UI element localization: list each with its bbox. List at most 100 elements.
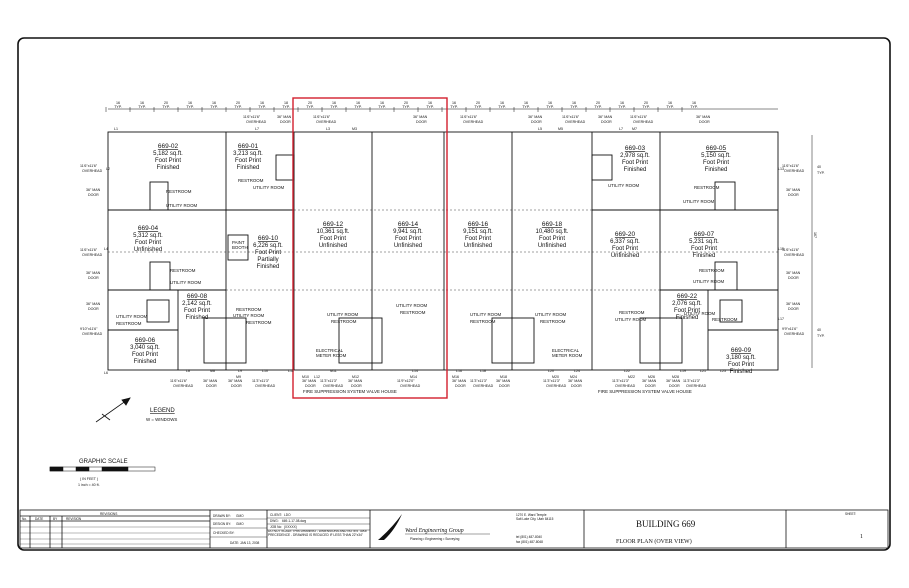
dimension-value: 16 (428, 101, 432, 105)
overhead-size-label: 9'9"x11'6" (782, 327, 798, 331)
dimension-typ: TYP. (402, 105, 410, 109)
dimension-value: 20 (164, 101, 168, 105)
dimension-value: 16 (332, 101, 336, 105)
man-door-label: 36" MAN (413, 115, 428, 119)
company-tel: tel (801) 487-8040 (516, 535, 542, 539)
unit-area: 6,226 sq.ft. (253, 243, 283, 249)
grid-lines (108, 209, 778, 291)
unit-area: 2,076 sq.ft. (672, 301, 702, 307)
door-marker-code: M7 (632, 127, 637, 131)
dimension-typ: TYP. (498, 105, 506, 109)
dimension-value: 18 (284, 101, 288, 105)
restroom-label: RESTROOM (246, 320, 272, 325)
fire-suppression-note: FIRE SUPPRESSION SYSTEM VALVE HOUSE (598, 389, 692, 394)
job-value: (XXXXX) (284, 525, 297, 529)
dimension-typ: TYP. (114, 105, 122, 109)
unit-area: 5,231 sq.ft. (689, 239, 719, 245)
man-door-label: 36" MAN (496, 379, 511, 383)
door-marker-code: L2 (106, 167, 110, 171)
door-marker-code: M28 (672, 375, 679, 379)
overhead-label: OVERHEAD (546, 384, 567, 388)
date-label: DATE: (230, 541, 239, 545)
door-marker-code: L16 (456, 369, 462, 373)
legend-title: LEGEND (150, 408, 175, 414)
dimension-value: 16 (620, 101, 624, 105)
door-marker-code: M18 (500, 375, 507, 379)
unit-area: 6,337 sq.ft. (610, 239, 640, 245)
door-marker-code: L1 (114, 127, 118, 131)
unit-status: Finished (693, 253, 716, 259)
unit-status: Foot Print (612, 246, 638, 252)
door-marker-code: M24 (570, 375, 577, 379)
utility-room-label: UTILITY ROOM (166, 203, 197, 208)
overhead-size-label: 11'9"x12'0" (397, 379, 415, 383)
graphic-scale-title: GRAPHIC SCALE (79, 459, 128, 465)
overhead-label: OVERHEAD (82, 332, 103, 336)
dimension-typ: TYP. (138, 105, 146, 109)
overhead-label: OVERHEAD (565, 120, 586, 124)
unit-labels: 669-025,182 sq.ft.Foot PrintFinished669-… (130, 143, 756, 375)
door-label: DOOR (351, 384, 362, 388)
door-marker-code: L20 (548, 369, 554, 373)
company-subtitle: Planning • Engineering • Surveying (410, 537, 460, 541)
unit-status: Unfinished (134, 247, 162, 253)
door-marker-code: M22 (628, 375, 635, 379)
man-door-label: 36" MAN (528, 115, 543, 119)
overhead-label: OVERHEAD (463, 120, 484, 124)
unit-status: Finished (237, 165, 260, 171)
door-marker-code: M20 (552, 375, 559, 379)
date-value: JAN 13, 2008 (240, 541, 260, 545)
unit-status: Foot Print (728, 362, 754, 368)
dimension-typ: TYP. (186, 105, 194, 109)
dimension-value: 16 (692, 101, 696, 105)
paint-booth-label-2: BOOTH (232, 245, 248, 250)
door-marker-code: M9 (236, 375, 241, 379)
sheet-number: 1 (860, 534, 863, 540)
revisions-header: REVISIONS (100, 512, 117, 516)
overhead-label: OVERHEAD (633, 120, 654, 124)
overhead-size-label: 11'3"x11'3" (683, 379, 701, 383)
dimension-typ: TYP. (210, 105, 218, 109)
dimension-value: 16 (668, 101, 672, 105)
restroom-label: RESTROOM (170, 268, 196, 273)
unit-status: Finished (730, 369, 753, 375)
man-door-label: 36" MAN (228, 379, 243, 383)
door-marker-code: L3 (326, 127, 330, 131)
unit-id: 669-06 (135, 337, 156, 344)
door-labels: 11'6"x11'6" OVERHEAD 36" MAN DOOR 11'6"x… (80, 115, 805, 388)
rev-col-by: BY (53, 517, 58, 521)
overhead-size-label: 11'3"x11'3" (252, 379, 270, 383)
dimension-typ: TYP. (258, 105, 266, 109)
utility-room-label: UTILITY ROOM (615, 317, 646, 322)
right-dim-top-typ: TYP. (817, 171, 825, 175)
restroom-label: RESTROOM (166, 189, 192, 194)
fire-suppression-note: FIRE SUPPRESSION SYSTEM VALVE HOUSE (303, 389, 397, 394)
unit-status: Foot Print (622, 160, 648, 166)
dimension-value: 16 (500, 101, 504, 105)
man-door-label: 36" MAN (786, 188, 801, 192)
unit-status: Unfinished (538, 243, 566, 249)
door-marker-code: L7 (619, 127, 623, 131)
dimension-typ: TYP. (426, 105, 434, 109)
right-dim-bottom: 40 (817, 328, 821, 332)
overhead-label: OVERHEAD (784, 332, 805, 336)
unit-id: 669-02 (158, 143, 179, 150)
dimension-typ: TYP. (450, 105, 458, 109)
door-label: DOOR (88, 193, 99, 197)
door-label: DOOR (788, 276, 799, 280)
unit-status: Foot Print (539, 236, 565, 242)
right-dim-top: 40 (817, 165, 821, 169)
unit-status: Unfinished (611, 253, 639, 259)
overhead-size-label: 11'3"x11'3" (543, 379, 561, 383)
overhead-size-label: 11'3"x11'3" (612, 379, 630, 383)
unit-status: Finished (186, 315, 209, 321)
unit-id: 669-03 (625, 145, 646, 152)
unit-id: 669-09 (731, 347, 752, 354)
company-name: Ward Engineering Group (405, 528, 464, 534)
man-door-label: 36" MAN (786, 302, 801, 306)
overhead-size-label: 11'6"x11'6" (313, 115, 331, 119)
electrical-label: ELECTRICAL (552, 348, 580, 353)
door-label: DOOR (499, 384, 510, 388)
